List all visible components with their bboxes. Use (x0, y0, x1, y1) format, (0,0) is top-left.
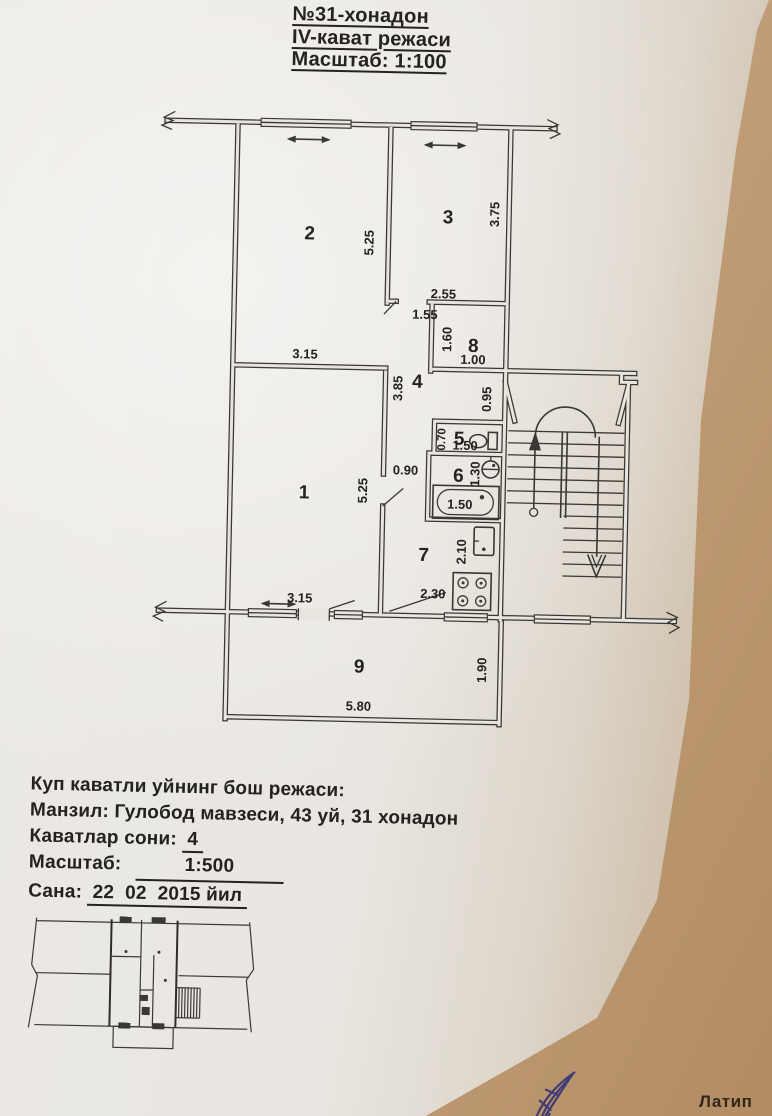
scale-value: 1:500 (135, 851, 284, 885)
dim-kitchen-sink-depth: 2.10 (453, 539, 469, 565)
window-bottom-4 (533, 614, 592, 625)
dim-bath-height: 1.30 (467, 461, 483, 487)
toilet-icon (468, 431, 499, 451)
dim-entry-width: 0.95 (479, 386, 495, 412)
stair-steps-lower (562, 515, 623, 578)
window-arrow-right (423, 141, 467, 150)
room-label-2: 2 (304, 223, 315, 244)
site-plan-marks (118, 916, 167, 1030)
dim-room3-width: 2.55 (431, 286, 457, 302)
dim-room3-height: 3.75 (487, 202, 503, 228)
room-label-3: 3 (443, 207, 454, 228)
dim-hall-door: 0.90 (393, 462, 419, 478)
room-label-6: 6 (453, 466, 464, 487)
dim-balcony-width: 5.80 (346, 698, 372, 714)
stair-down-arrow (586, 436, 607, 579)
stair-stringer (559, 431, 569, 519)
window-top-right (410, 120, 478, 132)
stove-icon (451, 571, 493, 612)
dim-balcony-height: 1.90 (474, 657, 490, 683)
site-balcony (112, 1025, 174, 1050)
main-floor-plan: 1 2 3 4 5 6 7 8 9 2.55 1.55 1.00 3.15 0.… (149, 110, 690, 728)
balcony-door-arrow (260, 600, 297, 608)
date-value: 22 02 2015 йил (87, 881, 248, 910)
window-bottom-3 (443, 612, 489, 623)
kitchen-dim-leader (389, 591, 447, 612)
dim-room3-opening: 1.55 (412, 307, 438, 323)
window-bottom-2 (333, 609, 364, 620)
room-label-9: 9 (354, 656, 365, 677)
dim-wc-height: 0.70 (436, 428, 448, 451)
dim-wc-width: 1.50 (452, 438, 478, 454)
room-label-5: 5 (454, 429, 465, 450)
stair-steps-upper (506, 430, 625, 506)
dim-room1-width: 3.15 (287, 590, 313, 606)
window-arrow-left (286, 135, 331, 144)
signature-name: Латип (699, 1092, 753, 1111)
room-label-8: 8 (468, 336, 479, 357)
plan-footer: Куп каватли уйнинг бош режаси: Манзил: Г… (28, 771, 459, 913)
door-leaves (382, 300, 404, 507)
date-label: Сана: (28, 880, 83, 903)
dim-hall-length: 3.85 (390, 376, 406, 402)
dim-bath-width: 1.50 (447, 496, 473, 512)
site-unit-walls (108, 919, 179, 1028)
kitchen-sink-icon (472, 526, 496, 557)
scale-label: Масштаб: (28, 851, 122, 875)
stair-up-arrow (528, 431, 541, 517)
dim-room2-width: 3.15 (292, 346, 318, 362)
bathtub-icon (431, 484, 501, 521)
site-plan-mini (27, 916, 255, 1050)
bath-sink-icon (481, 456, 500, 479)
floors-value: 4 (182, 828, 204, 854)
stair-turn-arc (534, 406, 597, 438)
room-label-7: 7 (418, 545, 429, 566)
staircase (506, 406, 625, 579)
window-top-left (260, 117, 352, 129)
dim-room8-width: 1.00 (460, 352, 486, 368)
walls-outline (154, 120, 685, 728)
dim-kitchen-width: 2.30 (420, 586, 446, 602)
dim-room8-height: 1.60 (439, 327, 455, 353)
wall-break-marks (151, 110, 681, 634)
room-label-4: 4 (412, 372, 423, 393)
balcony-door-opening (297, 599, 355, 621)
room-label-1: 1 (298, 482, 309, 503)
site-stair-hatch (177, 987, 198, 1019)
signature-stroke (535, 1071, 576, 1116)
window-bottom-1 (247, 608, 298, 619)
dim-room1-height: 5.25 (355, 478, 371, 504)
dim-room2-height: 5.25 (361, 230, 377, 256)
floors-label: Каватлар сони: (29, 825, 178, 850)
